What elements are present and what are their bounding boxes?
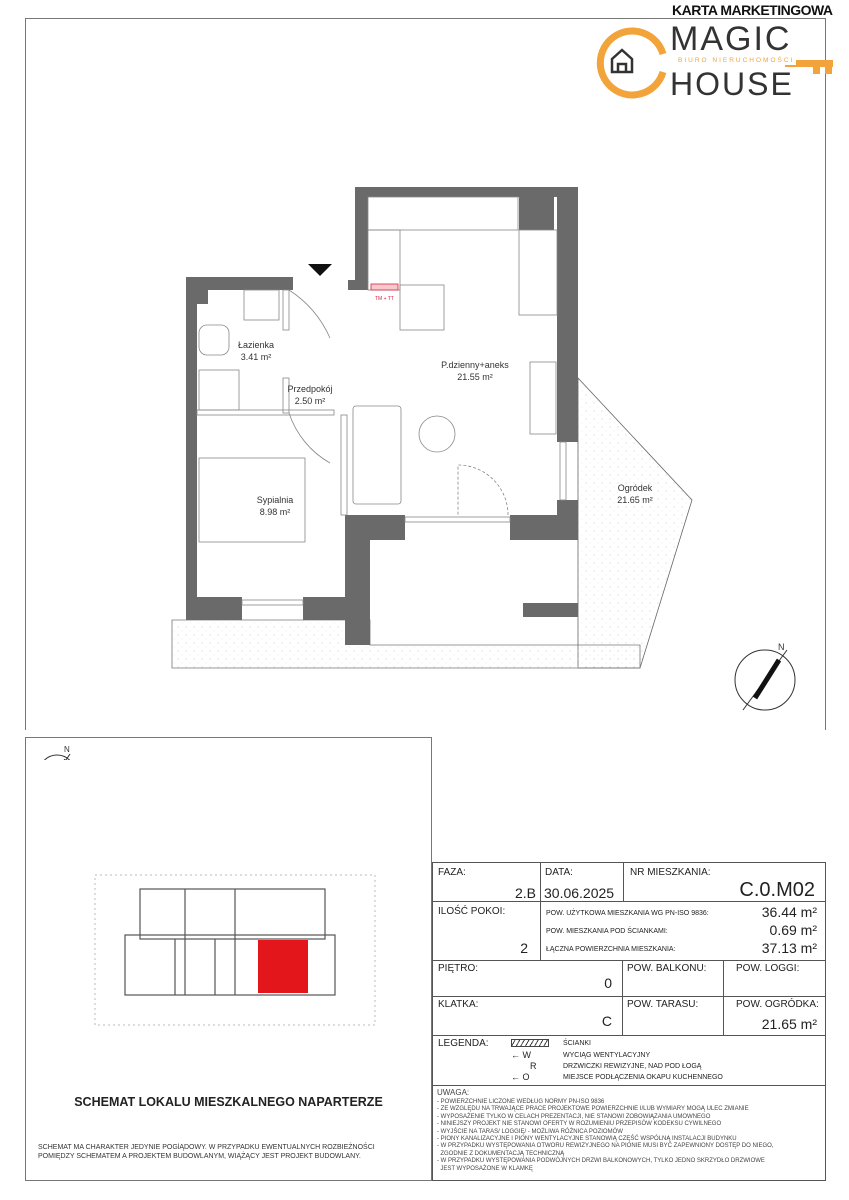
room-area: 3.41 m² — [240, 352, 272, 362]
notes — [432, 1085, 826, 1181]
legend-title: LEGENDA: — [438, 1038, 489, 1049]
site-plan — [94, 874, 376, 1026]
ogrodek-value: 21.65 m² — [761, 1016, 817, 1032]
cell-loggia: POW. LOGGI: — [723, 960, 826, 997]
cell-klatka: KLATKA: C — [432, 996, 623, 1036]
pokoi-label: ILOŚĆ POKOI: — [438, 906, 506, 917]
site-compass-label: N — [64, 745, 70, 754]
entrance-arrow-icon — [308, 264, 332, 276]
room-name: Przedpokój — [287, 384, 333, 394]
note-item: ZGODNIE Z DOKUMENTACJĄ TECHNICZNĄ — [437, 1150, 565, 1157]
pokoi-value: 2 — [520, 940, 528, 956]
data-label: DATA: — [545, 867, 573, 878]
room-sypialnia: Sypialnia 8.98 m² — [245, 494, 305, 518]
room-living: P.dzienny+aneks 21.55 m² — [430, 359, 520, 383]
site-title: SCHEMAT LOKALU MIESZKALNEGO NAPARTERZE — [74, 1095, 383, 1109]
cell-nr: NR MIESZKANIA: C.0.M02 — [623, 862, 826, 902]
nr-value: C.0.M02 — [739, 879, 815, 901]
room-area: 2.50 m² — [294, 396, 326, 406]
uzytkowa-value: 36.44 m² — [761, 904, 817, 920]
note-item: - POWIERZCHNIE LICZONE WEDŁUG NORMY PN-I… — [437, 1099, 605, 1105]
cell-pokoi: ILOŚĆ POKOI: 2 — [432, 901, 541, 961]
legend-item: MIEJSCE PODŁĄCZENIA OKAPU KUCHENNEGO — [563, 1074, 723, 1081]
room-name: P.dzienny+aneks — [441, 360, 509, 370]
cell-data: DATA: 30.06.2025 — [540, 862, 624, 902]
site-compass-icon — [43, 753, 71, 760]
legend-item: ŚCIANKI — [563, 1040, 592, 1047]
cell-taras: POW. TARASU: — [622, 996, 724, 1036]
room-name: Sypialnia — [256, 495, 294, 505]
legend-symbol: R — [530, 1061, 537, 1071]
note-item: JEST WYPOSAŻONE W KLAMKĘ — [437, 1165, 533, 1172]
laczna-label: ŁĄCZNA POWIERZCHNIA MIESZKANIA: — [546, 946, 676, 953]
cell-balkon: POW. BALKONU: — [622, 960, 724, 997]
loggia-label: POW. LOGGI: — [736, 963, 800, 974]
wall-hatch-icon — [511, 1039, 549, 1047]
disclaimer-line: POMIĘDZY SCHEMATEM A PROJEKTEM BUDOWLANY… — [38, 1153, 361, 1160]
legend-item: WYCIĄG WENTYLACYJNY — [563, 1052, 651, 1059]
notes-list: - POWIERZCHNIE LICZONE WEDŁUG NORMY PN-I… — [437, 1099, 773, 1173]
apartment-highlight — [258, 940, 308, 993]
interior-lines — [196, 196, 567, 606]
disclaimer-line: SCHEMAT MA CHARAKTER JEDYNIE POGlĄDOWY. … — [38, 1144, 375, 1151]
note-item: - W PRZYPADKU WYSTĘPOWANIA PODWÓJNYCH DR… — [437, 1158, 765, 1165]
walls — [186, 187, 578, 645]
taras-label: POW. TARASU: — [627, 999, 699, 1010]
data-value: 30.06.2025 — [544, 885, 615, 901]
balkon-label: POW. BALKONU: — [627, 963, 707, 974]
note-item: - WYPOSAŻENIE TYLKO W CELACH PREZENTACJI… — [437, 1113, 711, 1120]
note-item: - NINIEJSZY PROJEKT NIE STANOWI OFERTY W… — [437, 1121, 722, 1128]
ogrodek-label: POW. OGRÓDKA: — [736, 999, 819, 1010]
room-area: 21.55 m² — [457, 372, 493, 382]
legend-symbol: ← W — [511, 1050, 531, 1060]
laczna-value: 37.13 m² — [761, 940, 817, 956]
plan-frame — [25, 18, 826, 730]
room-lazienka: Łazienka 3.41 m² — [226, 339, 286, 363]
kitchen-mark-box — [370, 283, 399, 291]
note-item: - WYJŚCIE NA TARAS/ LOGGIĘ/ - MOŻLIWA RÓ… — [437, 1128, 623, 1135]
room-name: Łazienka — [237, 340, 275, 350]
notes-title: UWAGA: — [437, 1088, 470, 1097]
note-item: - ZE WZGLĘDU NA TRWAJĄCE PRACE PROJEKTOW… — [437, 1106, 749, 1113]
compass-label: N — [778, 642, 785, 652]
klatka-label: KLATKA: — [438, 999, 479, 1010]
logo-magic: MAGIC — [670, 20, 792, 58]
legend-symbol: ← O — [511, 1072, 530, 1082]
ground-strip — [171, 619, 641, 669]
garden-area — [577, 376, 693, 669]
room-area: 21.65 m² — [617, 495, 653, 505]
scianki-label: POW. MIESZKANIA POD ŚCIANKAMI: — [546, 928, 668, 935]
floor-plan: N N TM + TT — [43, 187, 796, 760]
scianki-value: 0.69 m² — [769, 922, 817, 938]
cell-ogrodek: POW. OGRÓDKA: 21.65 m² — [723, 996, 826, 1036]
faza-label: FAZA: — [438, 867, 466, 878]
logo-key-icon — [596, 27, 833, 99]
kitchen-mark: TM + TT — [375, 296, 394, 302]
room-przedpokoj: Przedpokój 2.50 m² — [285, 383, 335, 407]
faza-value: 2.B — [514, 885, 536, 901]
note-item: - PIONY KANALIZACYJNE I PIONY WENTYLACYJ… — [437, 1136, 737, 1143]
site-disclaimer: SCHEMAT MA CHARAKTER JEDYNIE POGlĄDOWY. … — [38, 1143, 375, 1161]
cell-pietro: PIĘTRO: 0 — [432, 960, 623, 997]
nr-label: NR MIESZKANIA: — [630, 867, 711, 878]
logo-house: HOUSE — [670, 66, 794, 102]
compass-icon — [734, 649, 796, 711]
cell-faza: FAZA: 2.B — [432, 862, 541, 902]
legend: LEGENDA: ŚCIANKI ← W WYCIĄG WENTYLACYJNY… — [432, 1035, 826, 1086]
pietro-value: 0 — [604, 975, 612, 991]
uzytkowa-label: POW. UŻYTKOWA MIESZKANIA WG PN-ISO 9836: — [546, 910, 709, 917]
legend-item: DRZWICZKI REWIZYJNE, NAD POD ŁOGĄ — [563, 1063, 702, 1070]
room-name: Ogródek — [617, 483, 653, 493]
note-item: - W PRZYPADKU WYSTĘPOWANIA OTWORU REWIZY… — [437, 1143, 774, 1150]
klatka-value: C — [601, 1013, 612, 1029]
room-area: 8.98 m² — [259, 507, 291, 517]
room-ogrodek: Ogródek 21.65 m² — [610, 482, 660, 506]
page-title: KARTA MARKETINGOWA — [672, 2, 833, 18]
logo-tagline: BIURO NIERUCHOMOŚCI — [676, 57, 797, 65]
pietro-label: PIĘTRO: — [438, 963, 479, 974]
cell-areas: POW. UŻYTKOWA MIESZKANIA WG PN-ISO 9836:… — [540, 901, 826, 961]
site-frame — [25, 737, 432, 1181]
